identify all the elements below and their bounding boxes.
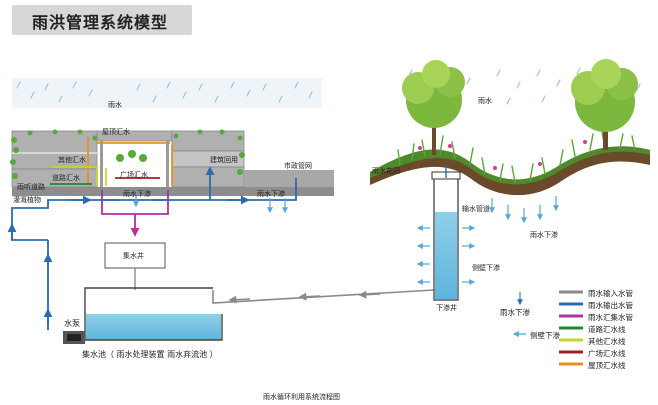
- label-rain-infiltrate-right: 雨水下渗: [257, 190, 285, 198]
- legend: [512, 290, 583, 366]
- side-infiltration-arrows: [416, 225, 476, 285]
- legend-label-collect-pipe: 雨水汇集水管: [588, 313, 633, 322]
- label-building-reuse: 建筑回用: [210, 156, 238, 164]
- building-left: [11, 130, 98, 188]
- label-rain-right: 雨水: [478, 97, 492, 105]
- label-rain-left: 雨水: [108, 101, 122, 109]
- infiltration-arrows-down: [133, 194, 559, 224]
- collection-well-box: [104, 242, 166, 269]
- label-other-collect: 其他汇水: [58, 156, 86, 164]
- figure-caption: 雨水循环利用系统流程图: [263, 393, 340, 401]
- cistern: [63, 287, 223, 344]
- legend-label-side: 侧壁下渗: [530, 331, 560, 340]
- label-pump: 水泵: [64, 319, 80, 328]
- label-irrigation-plants: 灌溉植物: [13, 196, 41, 204]
- label-plaza-collect: 广场汇水: [120, 171, 148, 179]
- tree-right: [571, 59, 638, 150]
- input-pipe: [212, 289, 435, 304]
- rain-cloud-left: [12, 78, 322, 108]
- legend-label-roof-line: 屋顶汇水线: [588, 361, 626, 370]
- label-delivery-pipe: 输水管道: [462, 205, 490, 213]
- other-collection-line: [52, 166, 107, 186]
- roof-collection-line: [87, 137, 173, 186]
- label-rain-infiltrate-mid: 雨水下渗: [123, 190, 151, 198]
- label-rain-infiltrate-far: 雨水下渗: [530, 231, 558, 239]
- tree-left: [402, 60, 465, 155]
- label-collection-well: 集水井: [123, 252, 144, 260]
- legend-label-input-pipe: 雨水输入水管: [588, 289, 633, 298]
- label-infiltration-well: 下渗井: [436, 304, 457, 312]
- label-rain-garden: 雨水花园: [372, 167, 400, 175]
- label-cistern: 集水池（ 雨水处理装置 雨水弃流池 ）: [82, 350, 218, 359]
- label-rain-road: 雨听道路: [17, 183, 45, 191]
- ground-road: [12, 170, 334, 196]
- infiltration-well: [431, 171, 461, 301]
- title-banner: [12, 5, 192, 35]
- legend-label-output-pipe: 雨水输出水管: [588, 301, 633, 310]
- vines: [10, 129, 245, 179]
- label-roof-collect: 屋顶汇水: [102, 128, 130, 136]
- legend-label-other-line: 其他汇水线: [588, 337, 626, 346]
- label-municipal-pipe: 市政管网: [284, 162, 312, 170]
- rain-garden-terrain: [370, 131, 650, 196]
- output-pipes: [7, 166, 297, 330]
- page-title: 雨洪管理系统模型: [32, 13, 169, 32]
- label-side-infiltrate: 侧壁下渗: [472, 264, 500, 272]
- legend-label-plaza-line: 广场汇水线: [588, 349, 626, 358]
- building-right: [171, 130, 245, 188]
- legend-label-road-line: 道路汇水线: [588, 325, 626, 334]
- label-road-collect: 道路汇水: [52, 174, 80, 182]
- legend-label-infiltrate: 雨水下渗: [500, 308, 530, 317]
